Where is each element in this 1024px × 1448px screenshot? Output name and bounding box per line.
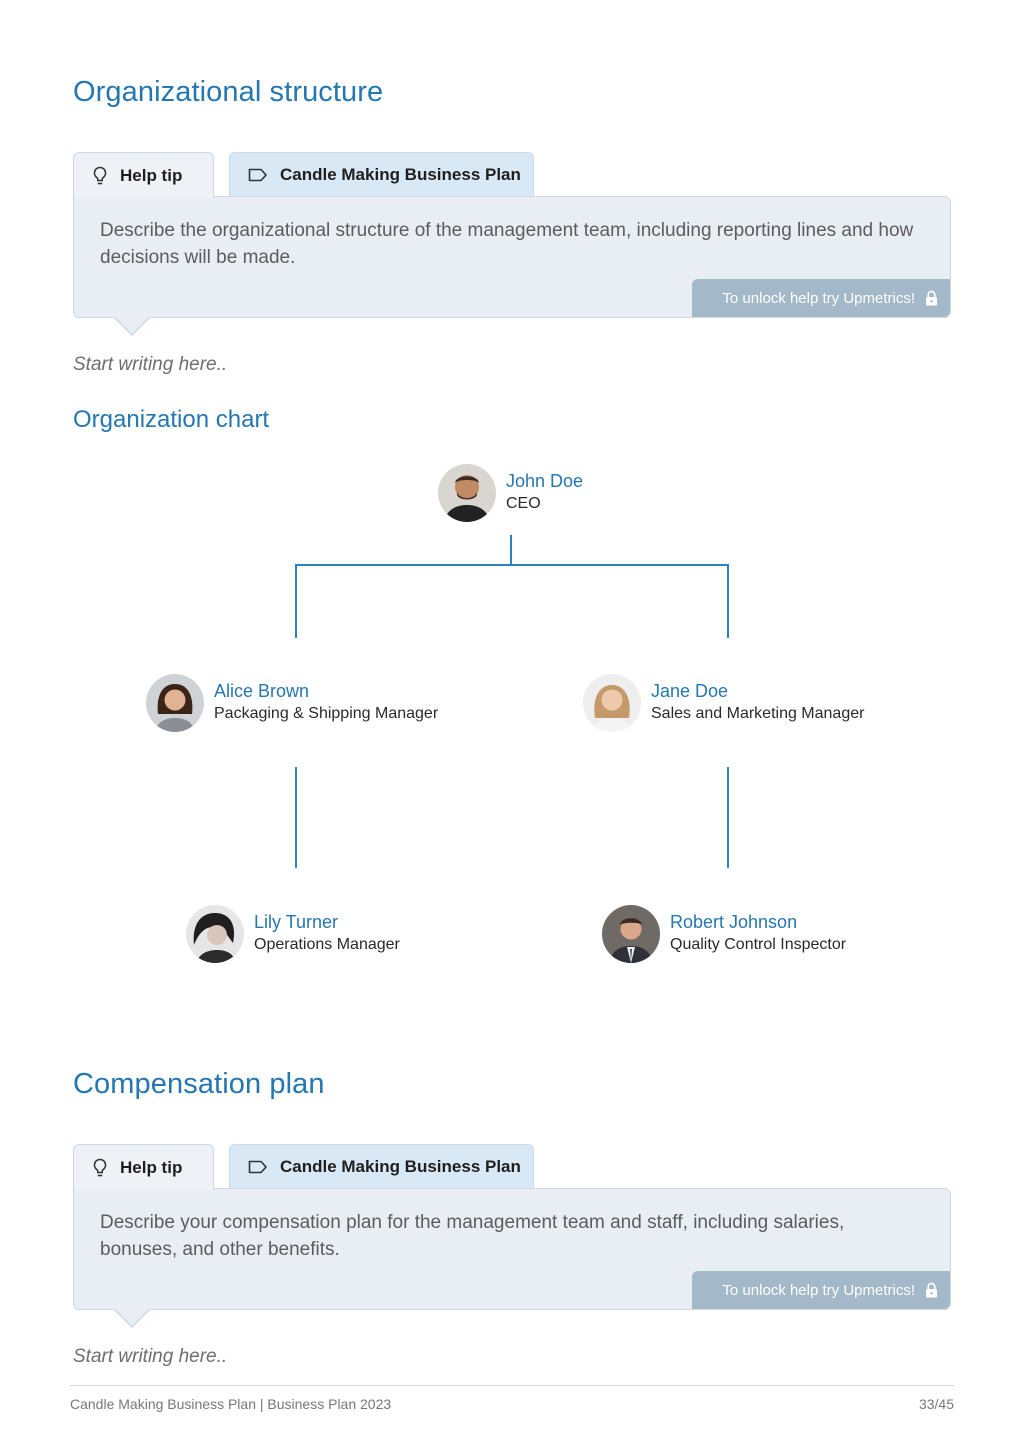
help-tip-block-organizational: Help tip Candle Making Business Plan Des… [73,152,951,338]
org-chart-title: Organization chart [73,406,270,433]
footer-divider [70,1385,954,1386]
connector-left-down [295,564,297,638]
connector-left-report [295,767,297,868]
avatar [146,674,204,732]
org-node-name: John Doe [506,471,584,491]
help-tip-text: Describe the organizational structure of… [100,220,914,268]
tab-help-tip[interactable]: Help tip [73,152,214,198]
section-title-compensation-plan: Compensation plan [73,1068,325,1100]
connector-horizontal [295,564,728,566]
tab-help-tip-label: Help tip [120,165,183,185]
writing-placeholder-compensation[interactable]: Start writing here.. [73,1346,228,1367]
org-node-name: Lily Turner [254,912,339,932]
connector-ceo-down [510,535,512,565]
avatar [438,464,496,522]
avatar [583,674,641,732]
tip-pointer-fill [114,316,150,334]
help-tip-text: Describe your compensation plan for the … [100,1212,845,1260]
tab-help-tip[interactable]: Help tip [73,1144,214,1190]
org-node-left-manager: Alice Brown Packaging & Shipping Manager [146,674,438,732]
footer-page-number: 33/45 [918,1396,954,1412]
tag-icon [248,1160,267,1174]
avatar [186,905,244,963]
help-tip-box: Describe your compensation plan for the … [73,1188,951,1310]
org-node-role: Quality Control Inspector [670,936,847,953]
help-tip-box: Describe the organizational structure of… [73,196,951,318]
unlock-help-label: To unlock help try Upmetrics! [722,289,915,307]
section-title-organizational-structure: Organizational structure [73,76,384,108]
avatar [602,905,660,963]
connector-right-report [727,767,729,868]
org-node-left-report: Lily Turner Operations Manager [186,905,400,963]
help-tip-block-compensation: Help tip Candle Making Business Plan Des… [73,1144,951,1330]
org-node-role: CEO [506,495,541,512]
tab-business-plan-label: Candle Making Business Plan [280,1157,521,1176]
tab-help-tip-label: Help tip [120,1157,183,1177]
tab-business-plan[interactable]: Candle Making Business Plan [229,152,534,197]
unlock-help-label: To unlock help try Upmetrics! [722,1281,915,1299]
org-node-ceo: John Doe CEO [438,464,583,522]
org-node-name: Jane Doe [651,681,729,701]
org-node-right-report: Robert Johnson Quality Control Inspector [602,905,846,963]
org-node-name: Alice Brown [214,681,310,701]
org-node-role: Sales and Marketing Manager [651,705,865,722]
lock-icon [926,1282,937,1298]
lock-icon [926,290,937,306]
footer-document-title: Candle Making Business Plan | Business P… [70,1396,392,1412]
connector-right-down [727,564,729,638]
writing-placeholder-organizational[interactable]: Start writing here.. [73,354,228,375]
lightbulb-icon [93,166,107,184]
tab-business-plan-label: Candle Making Business Plan [280,165,521,184]
org-node-role: Operations Manager [254,936,400,953]
tag-icon [248,168,267,182]
unlock-help-button[interactable]: To unlock help try Upmetrics! [692,279,950,317]
org-node-role: Packaging & Shipping Manager [214,705,439,722]
org-node-name: Robert Johnson [670,912,798,932]
org-node-right-manager: Jane Doe Sales and Marketing Manager [583,674,864,732]
tab-business-plan[interactable]: Candle Making Business Plan [229,1144,534,1189]
tip-pointer-fill [114,1308,150,1326]
unlock-help-button[interactable]: To unlock help try Upmetrics! [692,1271,950,1309]
lightbulb-icon [93,1158,107,1176]
